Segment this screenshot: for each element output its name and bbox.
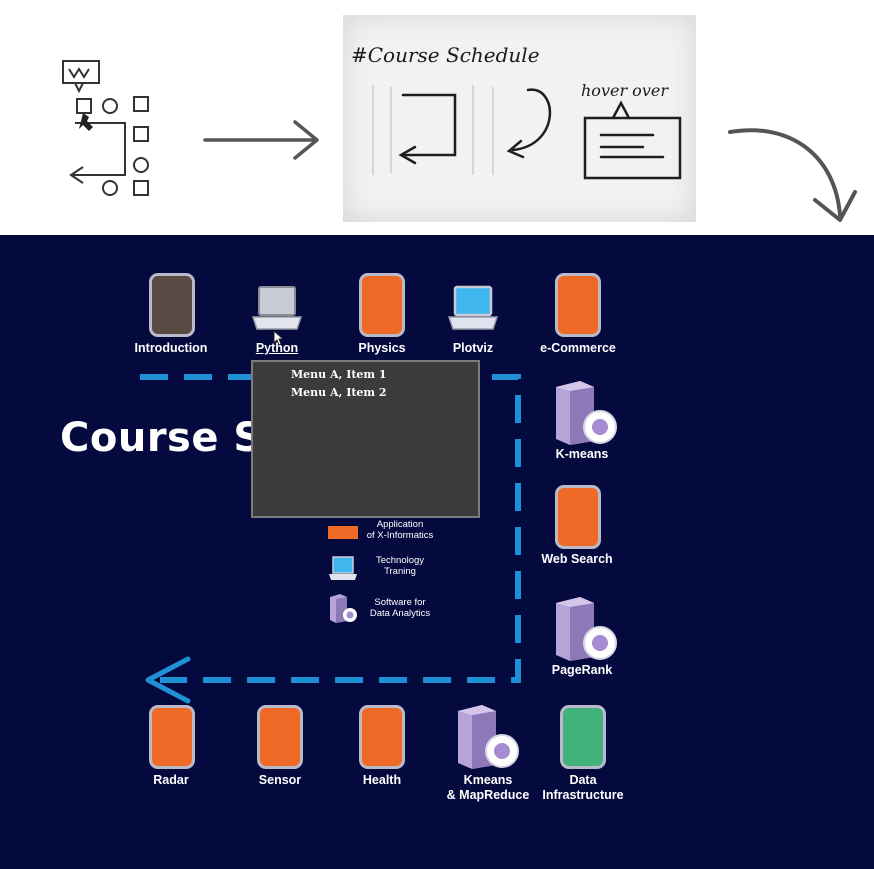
- course-node-data-infrastructure[interactable]: Data Infrastructure: [513, 705, 653, 815]
- software-box-icon: [556, 597, 617, 661]
- software-box-icon: [458, 705, 519, 769]
- course-node-web-search[interactable]: Web Search: [508, 485, 648, 575]
- popup-menu-item-1[interactable]: Menu A, Item 1: [291, 368, 387, 381]
- hover-note: hover over: [581, 81, 668, 100]
- popup-menu-item-2[interactable]: Menu A, Item 2: [291, 386, 387, 399]
- legend-label-software: Software for Data Analytics: [369, 597, 431, 619]
- course-node-physics[interactable]: Physics: [312, 273, 452, 363]
- course-node-introduction[interactable]: Introduction: [101, 273, 241, 363]
- course-schedule-slide: Course S Introduction Python Physics Plo…: [0, 235, 874, 869]
- sketch-drawing: [372, 85, 682, 180]
- slide-title: Course S: [60, 415, 263, 461]
- sketch-heading: #Course Schedule: [351, 43, 540, 67]
- legend-label-technology: Technology Traning: [375, 555, 425, 577]
- course-node-sensor[interactable]: Sensor: [210, 705, 350, 795]
- course-node-python[interactable]: Python: [207, 273, 347, 363]
- cursor-icon: [273, 330, 285, 346]
- course-node-radar[interactable]: Radar: [101, 705, 241, 795]
- software-box-icon: [330, 594, 357, 623]
- course-node-health[interactable]: Health: [312, 705, 452, 795]
- laptop-icon: [329, 556, 357, 580]
- laptop-icon: [251, 286, 303, 330]
- course-node-kmeans-mapreduce[interactable]: Kmeans & MapReduce: [418, 701, 558, 811]
- flow-arrow-icon: [203, 120, 319, 160]
- course-node-pagerank[interactable]: PageRank: [512, 593, 652, 683]
- course-node-ecommerce[interactable]: e-Commerce: [508, 273, 648, 363]
- curved-arrow-icon: [728, 128, 857, 222]
- sketch-flow-icon: [62, 60, 149, 196]
- hover-popup-menu[interactable]: Menu A, Item 1 Menu A, Item 2: [251, 360, 480, 518]
- software-box-icon: [556, 381, 617, 445]
- paper-sketch-photo: #Course Schedule hover over: [343, 15, 696, 222]
- orange-tile-icon: [328, 526, 358, 539]
- laptop-icon: [447, 285, 499, 330]
- course-node-kmeans[interactable]: K-means: [512, 375, 652, 465]
- course-node-plotviz[interactable]: Plotviz: [403, 273, 543, 363]
- legend-label-application: Application of X-Informatics: [366, 519, 434, 541]
- legend: Application of X-Informatics Technology …: [320, 517, 480, 627]
